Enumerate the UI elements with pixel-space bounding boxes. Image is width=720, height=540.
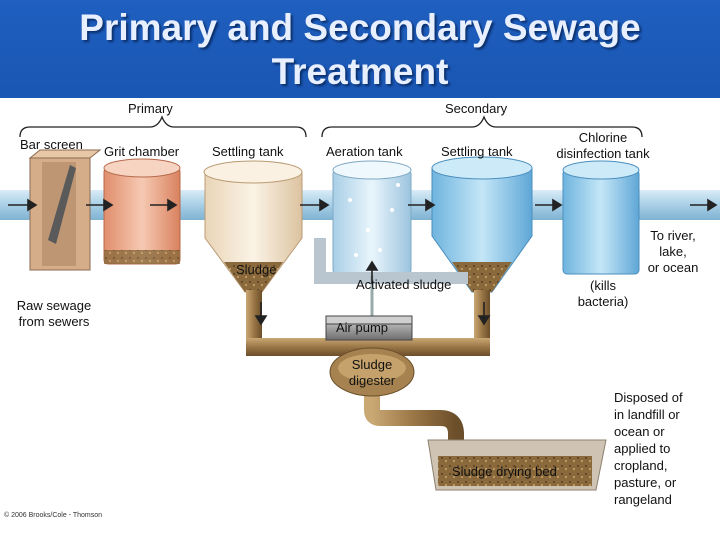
title-line-1: Primary and Secondary Sewage bbox=[79, 7, 641, 48]
chlorine-tank bbox=[562, 160, 640, 275]
label-raw-line-1: Raw sewage bbox=[16, 298, 92, 313]
label-river-line-2: lake, bbox=[659, 244, 687, 259]
sludge-digester bbox=[329, 347, 415, 397]
group-label-primary: Primary bbox=[128, 101, 173, 116]
label-sludge: Sludge bbox=[236, 262, 277, 277]
label-sludge-drying-bed: Sludge drying bed bbox=[452, 464, 557, 479]
label-to-river: To river, lake, or ocean bbox=[640, 228, 706, 276]
label-chlorine-line-1: Chlorine bbox=[578, 130, 628, 145]
label-activated-sludge: Activated sludge bbox=[356, 277, 452, 292]
group-label-secondary: Secondary bbox=[445, 101, 508, 116]
secondary-brace bbox=[321, 115, 643, 138]
copyright-notice: © 2006 Brooks/Cole - Thomson bbox=[4, 512, 103, 519]
label-river-line-1: To river, bbox=[650, 228, 696, 243]
return-sludge-pipe bbox=[314, 238, 468, 284]
label-air-pump: Air pump bbox=[336, 320, 389, 335]
title-bar bbox=[0, 0, 720, 98]
secondary-settling-tank bbox=[431, 156, 533, 293]
label-disposed: Disposed of in landfill or ocean or appl… bbox=[614, 389, 683, 508]
label-digester-line-2: digester bbox=[348, 373, 396, 388]
label-disposed-line-2: in landfill or bbox=[614, 407, 680, 422]
label-river-line-3: or ocean bbox=[647, 260, 699, 275]
label-disposed-line-6: pasture, or bbox=[614, 475, 677, 490]
primary-brace bbox=[19, 115, 307, 138]
label-digester-line-1: Sludge bbox=[351, 357, 393, 372]
sludge-drying-bed bbox=[427, 439, 607, 491]
label-sludge-digester: Sludge digester bbox=[336, 357, 408, 389]
flow-arrows bbox=[8, 198, 718, 326]
label-disposed-line-5: cropland, bbox=[614, 458, 668, 473]
label-chlorine-tank: Chlorine disinfection tank bbox=[540, 130, 666, 162]
label-raw-sewage: Raw sewage from sewers bbox=[4, 298, 104, 330]
label-settling-tank-1: Settling tank bbox=[212, 144, 284, 159]
label-chlorine-line-2: disinfection tank bbox=[556, 146, 650, 161]
label-settling-tank-2: Settling tank bbox=[441, 144, 513, 159]
label-kills-line-1: (kills bbox=[590, 278, 616, 293]
aeration-tank bbox=[332, 160, 412, 275]
bar-screen bbox=[28, 149, 102, 271]
air-pump bbox=[325, 315, 413, 341]
label-disposed-line-3: ocean or bbox=[614, 424, 665, 439]
grit-chamber bbox=[103, 158, 181, 265]
label-disposed-line-4: applied to bbox=[614, 441, 671, 456]
primary-settling-tank bbox=[203, 160, 303, 293]
label-grit-chamber: Grit chamber bbox=[104, 144, 180, 159]
title-line-2: Treatment bbox=[271, 51, 449, 92]
label-bar-screen: Bar screen bbox=[20, 137, 83, 152]
slide-title: Primary and Secondary Sewage Treatment bbox=[0, 6, 720, 94]
label-raw-line-2: from sewers bbox=[18, 314, 90, 329]
label-aeration-tank: Aeration tank bbox=[326, 144, 403, 159]
label-kills-line-2: bacteria) bbox=[577, 294, 629, 309]
label-disposed-line-7: rangeland bbox=[614, 492, 672, 507]
label-disposed-line-1: Disposed of bbox=[614, 390, 683, 405]
label-kills-bacteria: (kills bacteria) bbox=[572, 278, 634, 310]
